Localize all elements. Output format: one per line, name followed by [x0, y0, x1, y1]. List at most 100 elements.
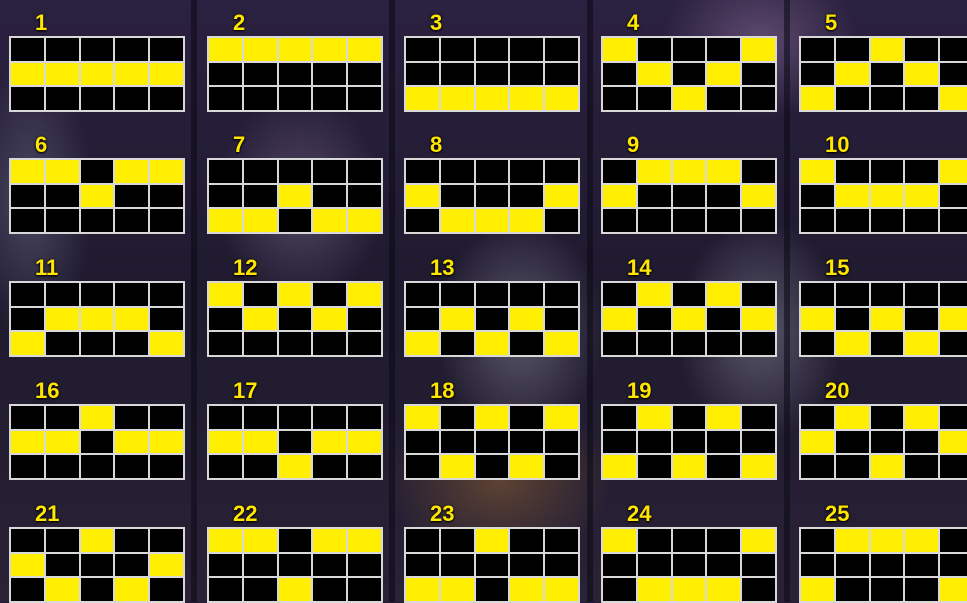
payline-number: 13 — [430, 255, 454, 281]
payline-cell — [801, 63, 834, 86]
payline-cell — [638, 529, 671, 552]
payline-cell-active — [11, 332, 44, 355]
payline-cell — [940, 455, 967, 478]
payline-cell — [905, 283, 938, 306]
payline-number: 7 — [233, 132, 245, 158]
payline-cell — [46, 406, 79, 429]
payline-number: 21 — [35, 501, 59, 527]
payline-cell — [11, 87, 44, 110]
payline-cell-active — [940, 308, 967, 331]
payline-cell-active — [707, 406, 740, 429]
payline-number: 9 — [627, 132, 639, 158]
payline-cell-active — [244, 38, 277, 61]
payline-cell — [707, 87, 740, 110]
payline-cell — [476, 283, 509, 306]
payline-cell — [348, 578, 381, 601]
payline-cell — [638, 209, 671, 232]
payline-cell — [836, 160, 869, 183]
payline-cell — [545, 431, 578, 454]
payline-cell-active — [406, 332, 439, 355]
payline-cell — [150, 406, 183, 429]
payline-cell — [476, 63, 509, 86]
payline-cell — [603, 578, 636, 601]
payline-cell — [836, 554, 869, 577]
payline-cell — [115, 38, 148, 61]
payline-cell — [905, 308, 938, 331]
payline-cell — [476, 185, 509, 208]
payline-cell — [476, 554, 509, 577]
payline-cell-active — [115, 578, 148, 601]
payline-number: 5 — [825, 10, 837, 36]
payline-cell — [510, 431, 543, 454]
payline-cell — [836, 209, 869, 232]
payline-cell — [476, 455, 509, 478]
payline-number: 10 — [825, 132, 849, 158]
payline-cell-active — [836, 529, 869, 552]
reel-divider — [587, 0, 593, 602]
payline-cell — [441, 431, 474, 454]
payline-cell — [313, 87, 346, 110]
payline-cell — [940, 38, 967, 61]
payline-cell — [348, 87, 381, 110]
payline-cell — [209, 332, 242, 355]
payline-cell-active — [673, 455, 706, 478]
payline-cell — [545, 554, 578, 577]
payline-cell — [871, 332, 904, 355]
payline-number: 2 — [233, 10, 245, 36]
payline-cell — [313, 160, 346, 183]
payline-cell — [510, 185, 543, 208]
payline-cell — [707, 209, 740, 232]
payline-cell — [406, 554, 439, 577]
payline-cell — [150, 38, 183, 61]
payline-cell-active — [603, 185, 636, 208]
payline-cell — [348, 160, 381, 183]
payline-cell — [441, 283, 474, 306]
payline-cell — [673, 283, 706, 306]
payline-cell — [510, 529, 543, 552]
payline-number: 19 — [627, 378, 651, 404]
payline-cell-active — [603, 38, 636, 61]
payline-cell — [940, 332, 967, 355]
payline-cell — [150, 209, 183, 232]
payline-grid — [207, 527, 383, 603]
payline-cell-active — [150, 63, 183, 86]
payline-8: 8 — [404, 158, 580, 234]
payline-cell — [510, 283, 543, 306]
payline-cell — [441, 38, 474, 61]
payline-cell-active — [871, 529, 904, 552]
payline-cell — [313, 406, 346, 429]
payline-cell — [11, 209, 44, 232]
payline-cell — [313, 332, 346, 355]
payline-cell — [603, 87, 636, 110]
payline-cell — [603, 160, 636, 183]
payline-cell — [441, 63, 474, 86]
payline-cell-active — [545, 87, 578, 110]
payline-number: 11 — [35, 255, 58, 281]
payline-grid — [207, 281, 383, 357]
payline-cell — [742, 332, 775, 355]
payline-cell — [209, 63, 242, 86]
payline-cell-active — [871, 38, 904, 61]
payline-cell — [905, 87, 938, 110]
payline-number: 8 — [430, 132, 442, 158]
payline-cell — [279, 63, 312, 86]
payline-grid — [404, 404, 580, 480]
payline-cell-active — [905, 63, 938, 86]
payline-cell — [348, 406, 381, 429]
reel-divider — [389, 0, 395, 602]
payline-cell — [510, 160, 543, 183]
payline-cell — [348, 554, 381, 577]
payline-cell — [905, 554, 938, 577]
payline-cell — [836, 38, 869, 61]
payline-cell — [46, 529, 79, 552]
payline-cell — [545, 308, 578, 331]
payline-cell — [545, 455, 578, 478]
payline-cell-active — [673, 87, 706, 110]
payline-cell — [673, 209, 706, 232]
payline-cell-active — [510, 209, 543, 232]
payline-cell — [707, 529, 740, 552]
payline-cell — [279, 87, 312, 110]
payline-cell — [313, 63, 346, 86]
payline-cell-active — [871, 185, 904, 208]
payline-cell — [46, 455, 79, 478]
